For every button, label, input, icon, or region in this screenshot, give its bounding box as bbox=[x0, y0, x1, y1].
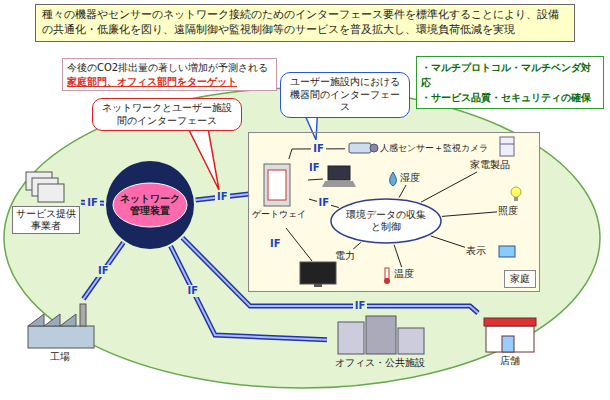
temperature-label-text: 温度 bbox=[394, 268, 414, 280]
humidity-icon bbox=[390, 172, 397, 186]
home-fill bbox=[248, 132, 540, 292]
interface-label: IF bbox=[307, 162, 322, 174]
shop-text: 店舗 bbox=[475, 354, 545, 368]
connector bbox=[394, 245, 402, 267]
feature-box-text: ・サービス品質・セキュリティの確保 bbox=[421, 90, 599, 105]
connector bbox=[83, 243, 123, 300]
red-callout-text: ネットワークとユーザー施設間のインターフェース bbox=[99, 102, 235, 127]
gateway: ゲートウェイ bbox=[250, 160, 308, 221]
region-ellipse bbox=[4, 88, 600, 388]
target-note-text: 家庭部門、オフィス部門をターゲット bbox=[67, 75, 272, 89]
interface-lines bbox=[286, 179, 323, 261]
home-area-text: 家庭 bbox=[504, 270, 536, 288]
factory-text: 工場 bbox=[20, 350, 100, 364]
bulb-icon bbox=[511, 187, 521, 201]
circle-body bbox=[106, 161, 194, 249]
document-icon bbox=[26, 172, 64, 202]
device-link bbox=[353, 243, 361, 250]
display-label: 表示 bbox=[466, 245, 486, 257]
appliance-label-text: 家電製品 bbox=[470, 159, 510, 171]
target-note-text: 今後のCO2排出量の著しい増加が予測される bbox=[67, 61, 272, 75]
interface-label: IF bbox=[311, 143, 326, 155]
gateway-text: ゲートウェイ bbox=[250, 208, 308, 221]
device-link bbox=[421, 172, 477, 202]
factory-icon bbox=[28, 304, 94, 348]
illuminance-label: 照度 bbox=[498, 205, 518, 217]
ellipse-body bbox=[331, 199, 441, 243]
network-link-inner bbox=[182, 238, 478, 313]
interface-label: IF bbox=[268, 238, 283, 250]
sensor-camera: 人感センサー＋監視カメラ bbox=[346, 139, 488, 158]
office-public-text: オフィス・公共施設 bbox=[328, 356, 432, 370]
temperature-label: 温度 bbox=[394, 268, 414, 280]
interface-label: IF bbox=[317, 197, 332, 209]
appliance-icon bbox=[500, 137, 514, 156]
thermometer-icon bbox=[384, 268, 390, 284]
interface-label: IF bbox=[186, 285, 201, 297]
title-box: 種々の機器やセンサーのネットワーク接続のためのインターフェース要件を標準化するこ… bbox=[35, 4, 575, 42]
blue-callout-text: ユーザー施設内における機器間のインターフェース bbox=[287, 76, 403, 114]
sensor-camera-text: 人感センサー＋監視カメラ bbox=[380, 142, 488, 155]
shop: 店舗 bbox=[475, 314, 545, 368]
red-callout: ネットワークとユーザー施設間のインターフェース bbox=[92, 98, 242, 131]
power-label-text: 電力 bbox=[335, 250, 355, 262]
home-area: 家庭 ゲートウェイ 人感センサー＋監視カメラ家電製品環境データの収集と制御 湿度照度表… bbox=[248, 132, 540, 292]
target-note: 今後のCO2排出量の著しい増加が予測される家庭部門、オフィス部門をターゲット bbox=[62, 58, 277, 91]
environment-ellipse-text: 環境データの収集と制御 bbox=[342, 209, 430, 233]
network-manager-text: ネットワーク管理装置 bbox=[119, 193, 181, 217]
interface-label: IF bbox=[85, 197, 100, 209]
office-public: オフィス・公共施設 bbox=[328, 314, 432, 370]
shop-icon bbox=[484, 318, 536, 352]
device-link bbox=[442, 212, 497, 217]
appliance-label: 家電製品 bbox=[470, 159, 510, 171]
office-icon bbox=[338, 316, 424, 354]
network-link-inner bbox=[83, 243, 123, 300]
blue-callout: ユーザー施設内における機器間のインターフェース bbox=[280, 72, 410, 118]
connector bbox=[182, 238, 478, 313]
device-link bbox=[399, 185, 406, 198]
network-link-outer bbox=[182, 238, 478, 313]
network-manager: ネットワーク管理装置 bbox=[105, 160, 195, 250]
connector bbox=[442, 212, 497, 217]
feature-box: ・マルチプロトコル・マルチベンダ対応・サービス品質・セキュリティの確保 bbox=[416, 56, 604, 109]
interface-label: IF bbox=[96, 265, 111, 277]
connector bbox=[421, 172, 477, 202]
service-provider: サービス提供事業者 bbox=[12, 168, 80, 234]
tv-icon bbox=[300, 262, 336, 287]
humidity-label-text: 湿度 bbox=[400, 172, 420, 184]
feature-box-text: ・マルチプロトコル・マルチベンダ対応 bbox=[421, 60, 599, 90]
connector bbox=[431, 236, 465, 247]
gateway-icon bbox=[264, 164, 290, 206]
factory: 工場 bbox=[20, 300, 100, 364]
connector bbox=[353, 243, 361, 250]
connector bbox=[399, 185, 406, 198]
pink-label-ground bbox=[113, 183, 187, 227]
interface-label: IF bbox=[215, 191, 230, 203]
environment-ellipse: 環境データの収集と制御 bbox=[330, 198, 442, 244]
service-provider-text: サービス提供事業者 bbox=[12, 206, 80, 234]
network-link-outer bbox=[83, 243, 123, 300]
power-label: 電力 bbox=[335, 250, 355, 262]
device-link bbox=[431, 236, 465, 247]
humidity-label: 湿度 bbox=[400, 172, 420, 184]
display-icon bbox=[499, 246, 515, 257]
device-link bbox=[394, 245, 402, 267]
laptop-icon bbox=[322, 166, 356, 187]
camera-icon bbox=[349, 143, 378, 153]
illuminance-label-text: 照度 bbox=[498, 205, 518, 217]
interface-label: IF bbox=[353, 300, 368, 312]
display-label-text: 表示 bbox=[466, 245, 486, 257]
